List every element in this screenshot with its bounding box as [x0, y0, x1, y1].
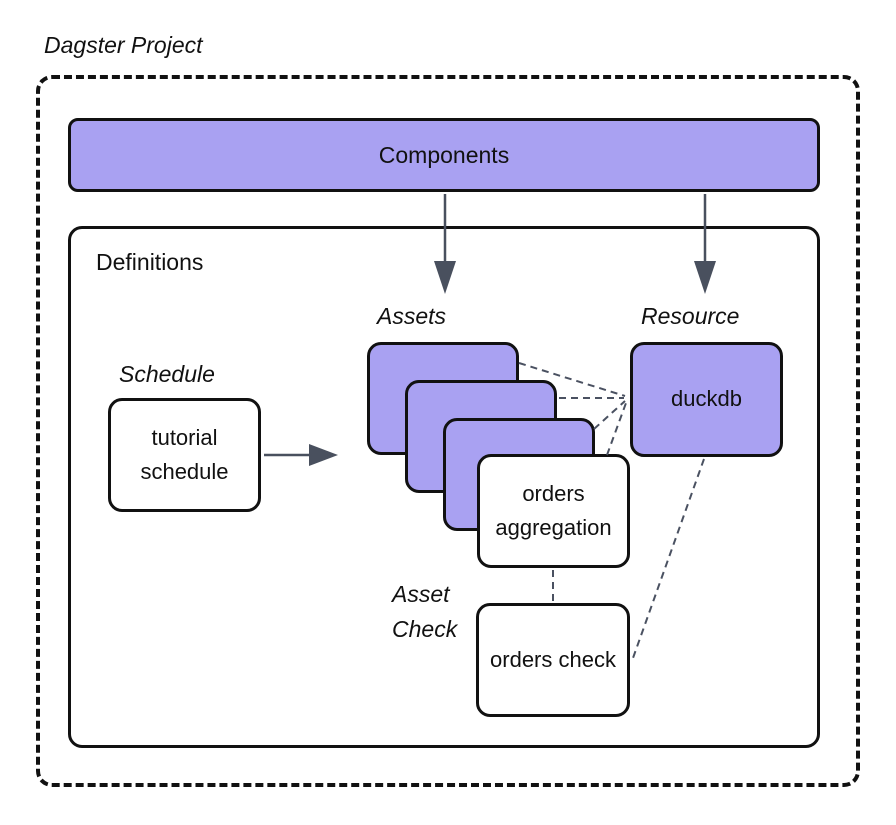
assets-group-label: Assets — [377, 303, 447, 329]
asset-check-group-label: Asset Check — [392, 581, 458, 642]
orders-aggregation-label: orders aggregation — [495, 480, 612, 540]
duckdb-resource-node: duckdb — [630, 342, 783, 457]
duckdb-label: duckdb — [671, 386, 742, 412]
resource-group-label: Resource — [641, 303, 740, 329]
dagster-project-boundary — [36, 75, 860, 787]
tutorial-schedule-node: tutorial schedule — [108, 398, 261, 512]
orders-check-label: orders check — [490, 646, 616, 672]
orders-aggregation-asset-node: orders aggregation — [477, 454, 630, 568]
definitions-label: Definitions — [96, 249, 204, 275]
tutorial-schedule-label: tutorial schedule — [140, 424, 229, 484]
orders-check-node: orders check — [476, 603, 630, 717]
diagram-title: Dagster Project — [44, 32, 203, 58]
schedule-group-label: Schedule — [119, 361, 215, 387]
components-node: Components — [68, 118, 820, 192]
components-label: Components — [378, 141, 510, 168]
